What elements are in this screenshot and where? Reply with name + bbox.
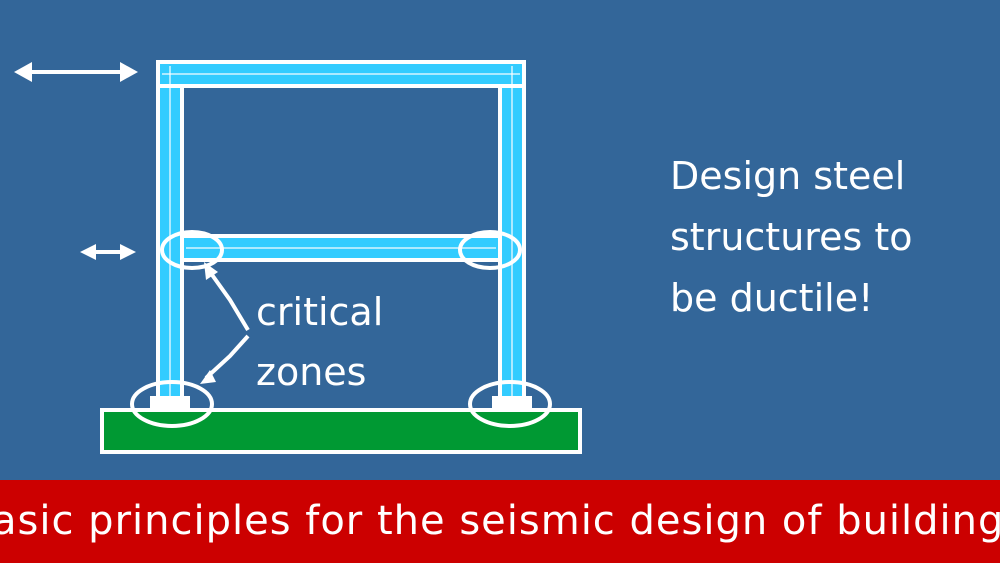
foundation-slab [100,408,582,454]
banner-title: asic principles for the seismic design o… [0,498,1000,544]
critical-zone-beam-left [160,230,224,270]
critical-zones-line-2: zones [256,350,367,394]
right-base-plate [492,396,532,412]
left-base-plate [150,396,190,412]
middle-force-arrow [80,244,136,260]
critical-zones-line-1: critical [256,290,384,334]
leader-arrowhead-base [200,370,216,384]
leader-line-to-beam-zone [208,270,250,332]
leader-arrowhead-beam [204,262,218,280]
ductility-message-line-1: Design steel [670,154,906,198]
ductility-message-line-2: structures to [670,215,913,259]
critical-zone-beam-right [458,230,522,270]
critical-zone-base-right [468,380,552,428]
critical-zones-label: critical zones [256,282,383,402]
ductility-message: Design steel structures to be ductile! [670,146,912,329]
ductility-message-line-3: be ductile! [670,276,874,320]
steel-frame-diagram [14,60,582,454]
top-force-arrow [14,62,138,82]
critical-zone-base-left [130,380,214,428]
title-banner: asic principles for the seismic design o… [0,480,1000,563]
leader-line-to-base-zone [204,334,250,380]
